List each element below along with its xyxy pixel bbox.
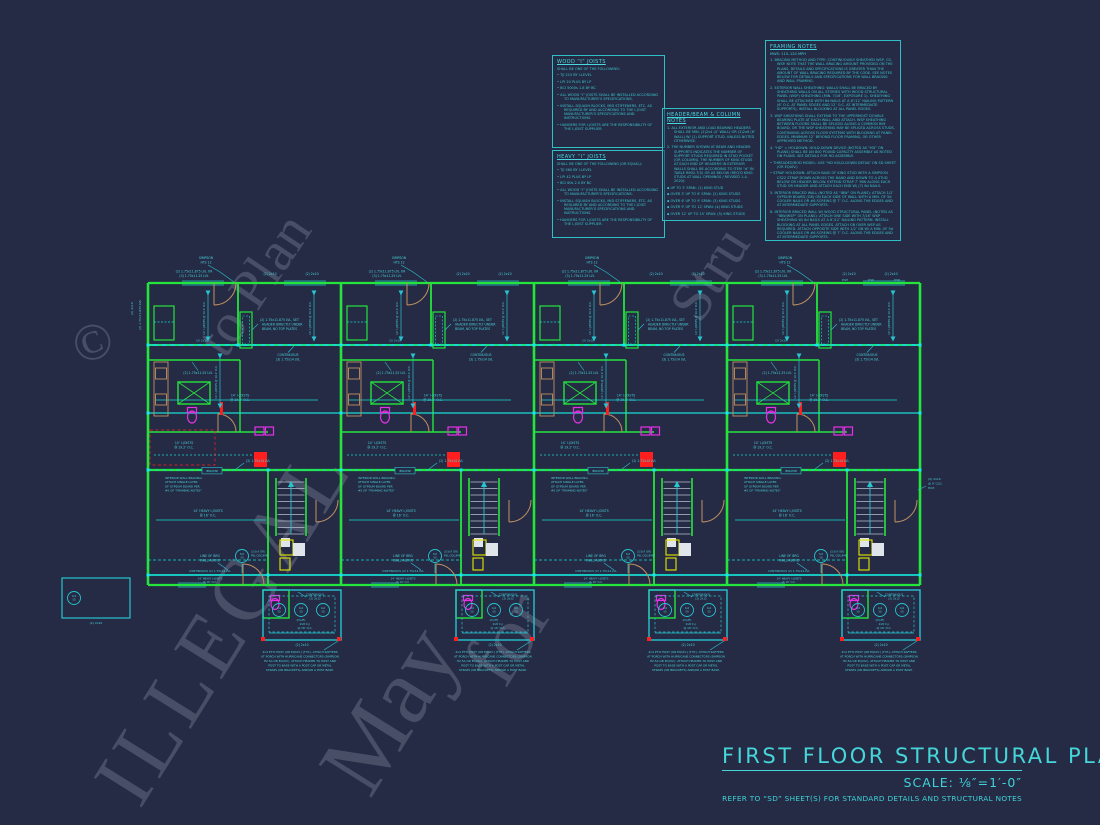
- svg-text:@ 9′ CLG.: @ 9′ CLG.: [928, 482, 943, 486]
- note-line: • TJI 210 BY I-LEVEL: [557, 73, 592, 78]
- svg-text:(2) 2x10: (2) 2x10: [130, 302, 134, 315]
- note-line: • INSTALL SQUASH BLOCKS, MID STIFFENERS,…: [557, 103, 653, 121]
- note-line: ▪ OVER 6′ UP TO 9′ SPAN: (3) KING STUDS: [667, 198, 741, 203]
- svg-text:©: ©: [65, 309, 122, 376]
- sheet-scale: SCALE: ⅛″=1′-0″: [903, 775, 1022, 790]
- left-entry-porch: 4x4 SQ (2) 2x10: [61, 577, 131, 625]
- sheet-reference-note: REFER TO “SD” SHEET(S) FOR STANDARD DETA…: [722, 794, 1022, 803]
- framing-notes-body: 1. BRACING METHOD AND TYPE: CONTINUOUSLY…: [770, 58, 896, 240]
- building-labels: DSP DSP DSP (2) 2x10 @ 9′ CLG. HGT. (2) …: [130, 278, 943, 491]
- note-line: • BCI 60s 2.0 BY BC: [557, 181, 592, 186]
- note-line: 1. ALL EXTERIOR AND LOAD BEARING HEADERS…: [667, 126, 756, 143]
- note-line: • BCI 5000s 1.8 BY BC: [557, 86, 596, 91]
- note-line: • STRAP HOLDOWN: ATTACH BASE OF KING STU…: [770, 171, 891, 189]
- note-line: 6. INTERIOR BRACED WALL W/ WOOD STRUCTUR…: [770, 209, 893, 240]
- note-line: • ALL WOOD “I” JOISTS SHALL BE INSTALLED…: [557, 187, 659, 197]
- note-line: ▪ OVER 3′ UP TO 6′ SPAN: (2) KING STUDS: [667, 192, 741, 197]
- heavy-i-joists-notes: HEAVY “I” JOISTS SHALL BE ONE OF THE FOL…: [552, 150, 665, 238]
- svg-text:(2) 2x10: (2) 2x10: [90, 621, 103, 625]
- heavy-i-joists-title: HEAVY “I” JOISTS: [557, 154, 607, 160]
- note-line: 3. WSP SHEATHING SHALL EXTEND TO THE UPP…: [770, 113, 895, 144]
- header-beam-column-notes: HEADER/BEAM & COLUMN NOTES 1. ALL EXTERI…: [662, 108, 761, 221]
- note-line: • ALL WOOD “I” JOISTS SHALL BE INSTALLED…: [557, 92, 659, 102]
- svg-text:HGT.: HGT.: [928, 486, 935, 490]
- wood-i-joists-title: WOOD “I” JOISTS: [557, 59, 606, 65]
- note-line: 5. INTERIOR BRACED WALL (NOTED AS “IBW” …: [770, 190, 894, 208]
- note-line: • HANGERS FOR I-JOISTS ARE THE RESPONSIB…: [557, 217, 653, 227]
- header-beam-column-title: HEADER/BEAM & COLUMN NOTES: [667, 112, 741, 124]
- framing-notes: FRAMING NOTES MWS: 115–120 MPH 1. BRACIN…: [765, 40, 901, 241]
- note-line: • LPI 42 PLUS BY LP: [557, 174, 592, 179]
- note-line: • LPI 20 PLUS BY LP: [557, 79, 592, 84]
- svg-text:May: May: [298, 607, 480, 811]
- note-line: SHALL BE ONE OF THE FOLLOWING (OR EQUAL)…: [557, 162, 642, 166]
- note-line: • HANGERS FOR I-JOISTS ARE THE RESPONSIB…: [557, 122, 653, 132]
- svg-text:DSP: DSP: [894, 278, 900, 282]
- svg-text:DSP: DSP: [868, 278, 874, 282]
- svg-text:4x4: 4x4: [72, 595, 77, 598]
- note-line: ▪ UP TO 3′ SPAN: (1) KING STUD: [667, 185, 724, 190]
- svg-text:(2) 1.75x11.875 LVL: (2) 1.75x11.875 LVL: [138, 299, 142, 330]
- note-line: 4. “HD” = HOLDOWN: HOLD-DOWN DEVICE (NOT…: [770, 145, 892, 159]
- note-line: SHALL BE ONE OF THE FOLLOWING:: [557, 67, 620, 71]
- wood-i-joists-notes: WOOD “I” JOISTS SHALL BE ONE OF THE FOLL…: [552, 55, 665, 148]
- svg-text:Stru: Stru: [656, 215, 762, 331]
- note-line: ▪ OVER 12′ UP TO 15′ SPAN: (5) KING STUD…: [667, 211, 745, 216]
- framing-notes-subtitle: MWS: 115–120 MPH: [770, 52, 806, 56]
- note-line: 2. EXTERIOR WALL SHEATHING: WALLS SHALL …: [770, 85, 894, 112]
- building-right-wall: [918, 283, 922, 585]
- note-line: • TJI 560 BY I-LEVEL: [557, 168, 592, 173]
- note-line: • INSTALL SQUASH BLOCKS, MID STIFFENERS,…: [557, 198, 653, 216]
- note-line: • THREADED/ROD MODEL: USE “HD HOLD-DOWN …: [770, 160, 896, 169]
- framing-notes-title: FRAMING NOTES: [770, 44, 817, 50]
- note-line: 2. THE NUMBER SHOWN AT BEAM AND HEADER S…: [667, 145, 754, 184]
- unit-3: [533, 256, 728, 672]
- title-block: FIRST FLOOR STRUCTURAL PLAN SCALE: ⅛″=1′…: [722, 744, 1100, 803]
- wood-i-joists-body: SHALL BE ONE OF THE FOLLOWING: • TJI 210 …: [557, 67, 660, 131]
- sheet-title: FIRST FLOOR STRUCTURAL PLAN: [722, 744, 1100, 771]
- red-dashed-region: [149, 429, 216, 466]
- header-beam-column-body: 1. ALL EXTERIOR AND LOAD BEARING HEADERS…: [667, 126, 756, 216]
- svg-text:(2) 2x10: (2) 2x10: [928, 477, 941, 481]
- heavy-i-joists-body: SHALL BE ONE OF THE FOLLOWING (OR EQUAL)…: [557, 162, 660, 226]
- svg-text:SQ: SQ: [72, 598, 75, 601]
- note-line: 1. BRACING METHOD AND TYPE: CONTINUOUSLY…: [770, 58, 893, 84]
- svg-text:DSP: DSP: [842, 278, 848, 282]
- note-line: ▪ OVER 9′ UP TO 12′ SPAN: (4) KING STUDS: [667, 205, 743, 210]
- unit-4: [726, 256, 921, 672]
